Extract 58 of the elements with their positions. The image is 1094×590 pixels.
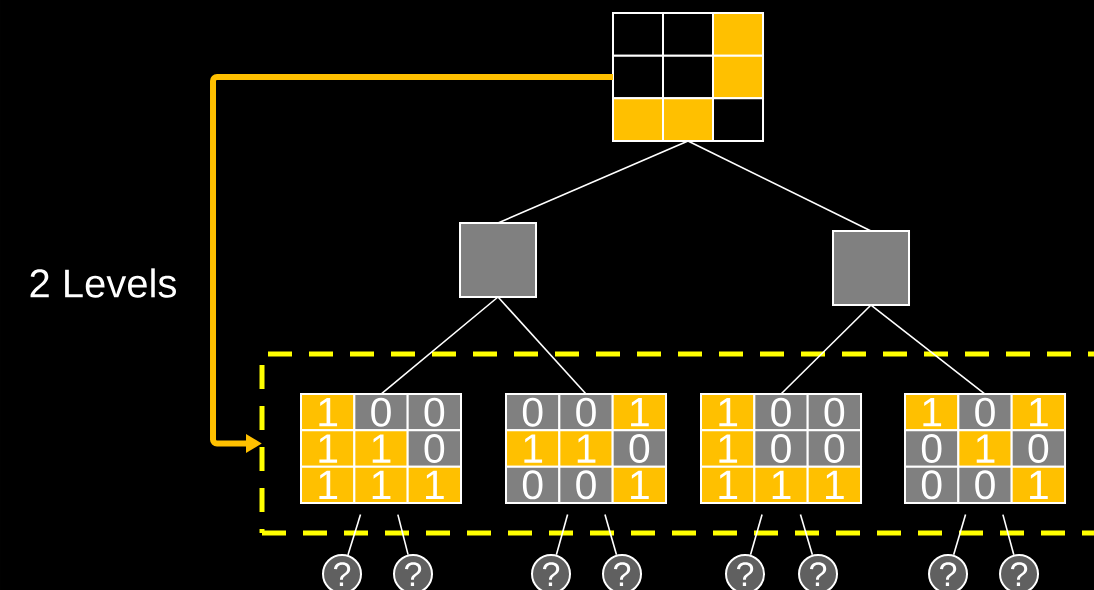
color-grid	[612, 12, 764, 142]
number-cell: 0	[753, 393, 809, 432]
number-cell: 1	[505, 429, 561, 468]
number-cell: 0	[753, 429, 809, 468]
connector-line	[497, 296, 587, 395]
number-cell: 1	[1010, 393, 1066, 432]
number-grid	[505, 393, 667, 504]
connector-line	[799, 513, 814, 556]
number-cell: 0	[806, 429, 862, 468]
number-cell: 0	[505, 465, 561, 504]
number-cell: 0	[904, 465, 960, 504]
connector-line	[870, 304, 986, 395]
number-cell: 0	[806, 393, 862, 432]
number-cell: 1	[700, 393, 756, 432]
connector-line	[397, 513, 409, 556]
number-cell: 0	[1010, 429, 1066, 468]
number-cell: 1	[904, 393, 960, 432]
connector-line	[687, 140, 872, 232]
dashed-frame	[259, 351, 1094, 536]
number-grid	[700, 393, 862, 504]
connector-line	[604, 513, 618, 556]
number-cell: 0	[957, 465, 1013, 504]
connector-line	[380, 296, 499, 395]
number-cell: 0	[904, 429, 960, 468]
number-cell: 1	[806, 465, 862, 504]
number-cell: 0	[558, 465, 614, 504]
number-cell: 1	[753, 465, 809, 504]
number-cell: 0	[558, 393, 614, 432]
connector-line	[555, 513, 569, 556]
level-label: 2 Levels	[30, 268, 176, 298]
number-cell: 1	[353, 429, 409, 468]
number-cell: 1	[700, 429, 756, 468]
square-box	[459, 222, 537, 298]
number-cell: 1	[300, 393, 356, 432]
connector-line	[952, 513, 967, 556]
connector-line	[780, 304, 872, 395]
square-box	[832, 230, 910, 306]
number-cell: 0	[406, 393, 462, 432]
number-cell: 1	[300, 465, 356, 504]
number-cell: 1	[1010, 465, 1066, 504]
connector-line	[497, 140, 689, 224]
connector-line	[749, 513, 763, 556]
number-cell: 1	[406, 465, 462, 504]
number-grid	[300, 393, 462, 504]
number-cell: 1	[700, 465, 756, 504]
number-cell: 0	[505, 393, 561, 432]
number-cell: 1	[957, 429, 1013, 468]
number-cell: 0	[353, 393, 409, 432]
number-cell: 0	[406, 429, 462, 468]
number-cell: 1	[558, 429, 614, 468]
connector-line	[347, 513, 362, 556]
number-cell: 1	[300, 429, 356, 468]
number-cell: 0	[611, 429, 667, 468]
number-cell: 1	[611, 393, 667, 432]
number-cell: 0	[957, 393, 1013, 432]
number-cell: 1	[353, 465, 409, 504]
number-grid	[904, 393, 1066, 504]
number-cell: 1	[611, 465, 667, 504]
